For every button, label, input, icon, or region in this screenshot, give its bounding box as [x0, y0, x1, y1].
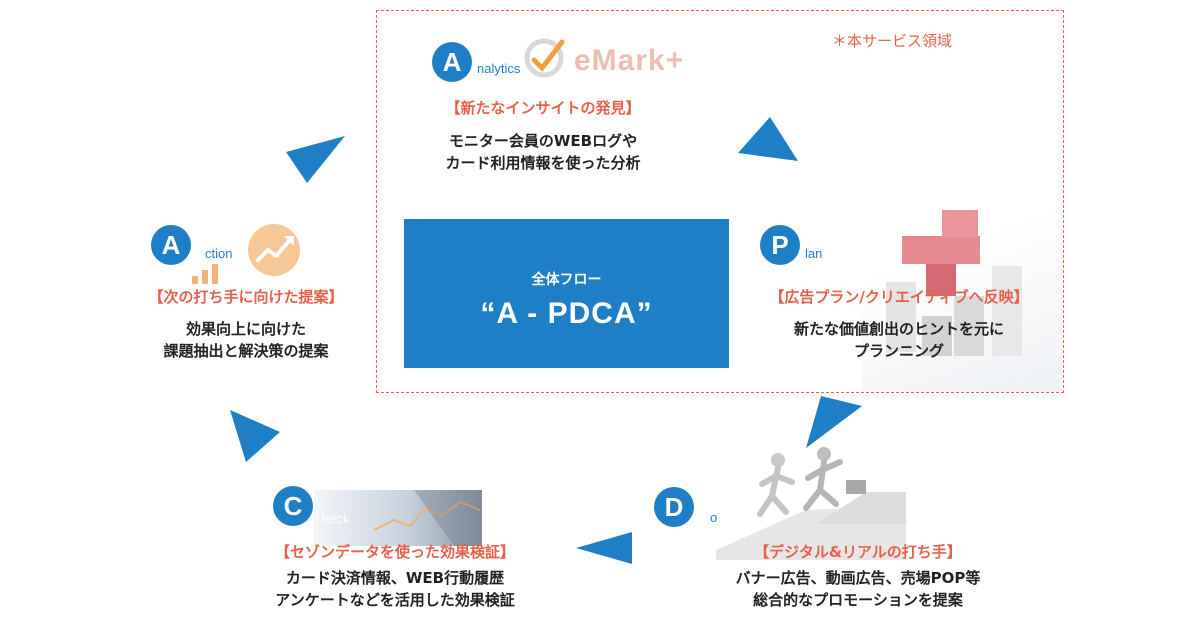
- center-subtitle: 全体フロー: [531, 272, 602, 288]
- emark-logo-icon: [524, 38, 565, 78]
- analytics-suffix: nalytics: [477, 61, 521, 76]
- action-suffix: ction: [205, 246, 233, 261]
- growth-chart-icon: [248, 224, 300, 276]
- plan-desc-line-1: 新たな価値創出のヒントを元に: [793, 320, 1004, 338]
- do-letter-bubble: D: [654, 487, 694, 527]
- do-desc-line-1: バナー広告、動画広告、売場POP等: [735, 569, 981, 587]
- plan-letter-bubble: P: [760, 225, 800, 265]
- analytics-desc-line-1: モニター会員のWEBログや: [448, 132, 638, 150]
- arrow-analytics-to-action: [286, 136, 345, 183]
- action-heading: 【次の打ち手に向けた提案】: [148, 288, 344, 306]
- do-desc-line-2: 総合的なプロモーションを提案: [753, 591, 963, 609]
- analytics-desc-line-2: カード利用情報を使った分析: [445, 154, 641, 172]
- analytics-heading: 【新たなインサイトの発見】: [445, 99, 641, 117]
- plan-suffix: lan: [805, 246, 823, 261]
- check-letter-bubble: C: [273, 486, 313, 526]
- monitor-icon: [373, 490, 482, 546]
- runners-icon: [716, 447, 906, 560]
- arrow-check-to-action: [230, 410, 280, 462]
- do-description: バナー広告、動画広告、売場POP等 総合的なプロモーションを提案: [708, 567, 1008, 611]
- plan-description: 新たな価値創出のヒントを元に プランニング: [746, 318, 1052, 362]
- bar-graph-icon: [192, 264, 218, 284]
- arrow-plan-to-analytics: [738, 117, 798, 161]
- check-suffix: heck: [322, 511, 350, 526]
- analytics-description: モニター会員のWEBログや カード利用情報を使った分析: [398, 130, 688, 174]
- plan-blocks-image: [862, 196, 1062, 392]
- check-description: カード決済情報、WEB行動履歴 アンケートなどを活用した効果検証: [244, 567, 546, 611]
- action-desc-line-1: 効果向上に向けた: [185, 320, 306, 338]
- check-heading: 【セゾンデータを使った効果検証】: [274, 543, 515, 561]
- service-area-border: [376, 10, 1064, 393]
- check-desc-line-1: カード決済情報、WEB行動履歴: [285, 569, 505, 587]
- analytics-letter-bubble: A: [432, 42, 472, 82]
- action-desc-line-2: 課題抽出と解決策の提案: [163, 342, 329, 360]
- arrow-plan-to-do: [806, 396, 862, 448]
- action-description: 効果向上に向けた 課題抽出と解決策の提案: [120, 318, 372, 362]
- action-letter-bubble: A: [151, 225, 191, 265]
- do-suffix: o: [710, 510, 718, 525]
- do-heading: 【デジタル&リアルの打ち手】: [754, 543, 962, 561]
- arrow-do-to-check: [576, 532, 632, 564]
- blocks-icon: [886, 210, 1022, 356]
- plan-heading: 【広告プラン/クリエイティブへ反映】: [769, 288, 1029, 306]
- service-area-note: ＊本サービス領域: [832, 32, 953, 50]
- center-flow-box: 全体フロー “A - PDCA”: [404, 219, 729, 368]
- check-screen-image: [314, 490, 482, 546]
- do-runners-image: [706, 432, 906, 560]
- emark-logo-text: eMark+: [574, 44, 685, 77]
- plan-desc-line-2: プランニング: [853, 342, 944, 360]
- center-title: “A - PDCA”: [480, 297, 653, 330]
- check-desc-line-2: アンケートなどを活用した効果検証: [275, 591, 515, 609]
